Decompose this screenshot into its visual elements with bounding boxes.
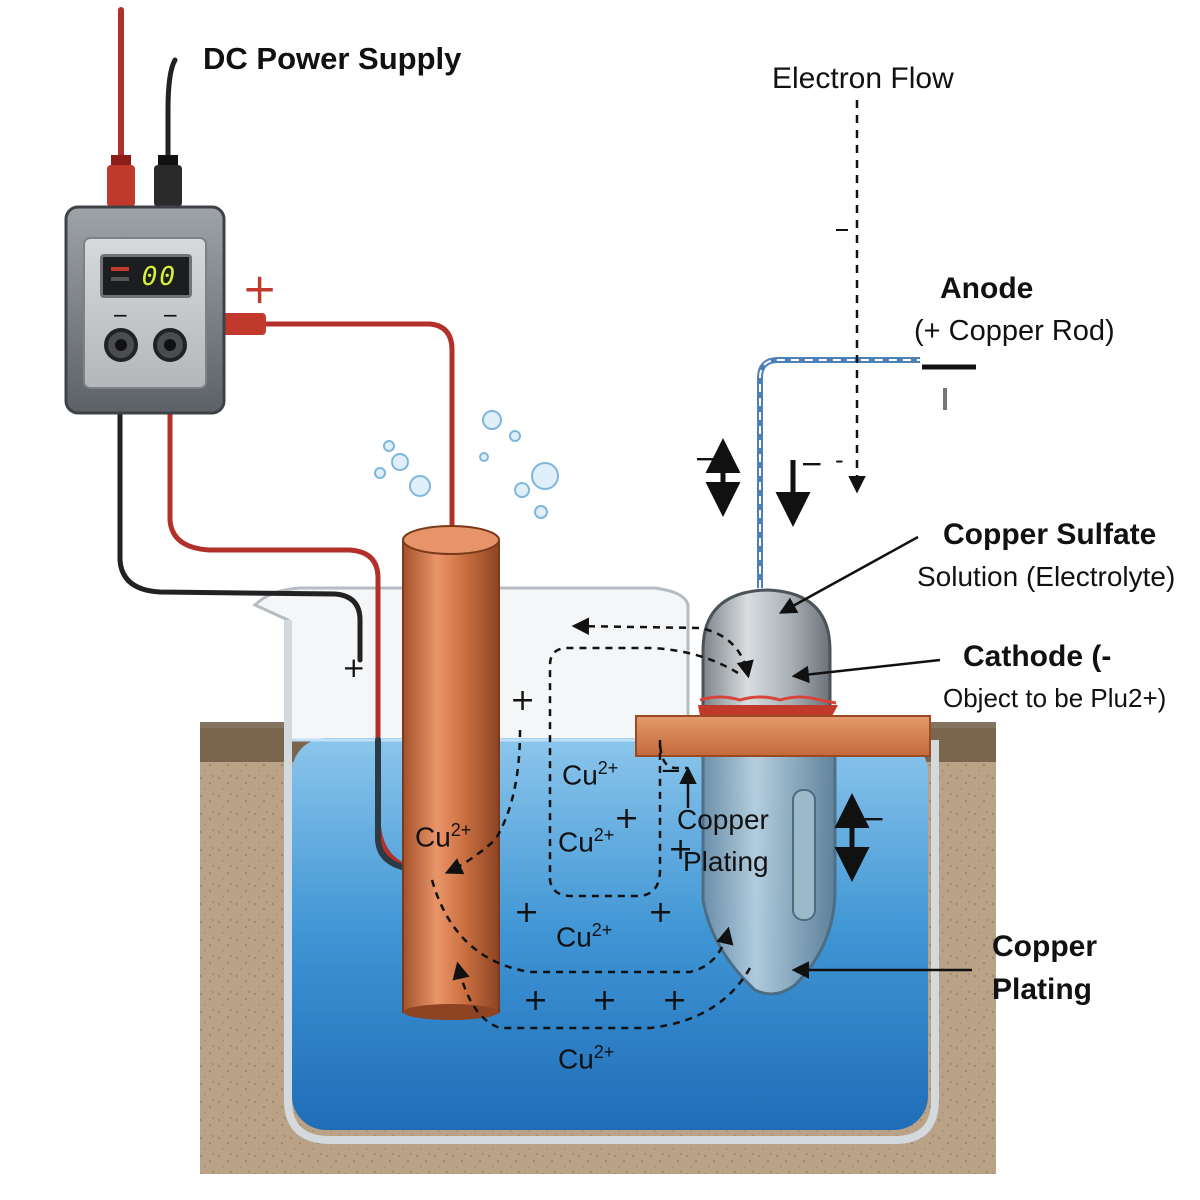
plus-sign-6: + bbox=[648, 895, 674, 930]
plus-sign-4: + bbox=[668, 832, 694, 867]
plus-sign-2: + bbox=[342, 651, 366, 684]
label-inner-plating: Plating bbox=[683, 846, 769, 877]
plus-sign-1: + bbox=[510, 683, 536, 718]
ion-cu2-5: Cu2+ bbox=[558, 1042, 615, 1075]
minus-sign-4: − bbox=[862, 802, 886, 835]
minus-sign-2: − bbox=[800, 447, 824, 480]
label-inner-copper: Copper bbox=[677, 804, 769, 835]
cathode-wire bbox=[757, 357, 920, 588]
minus-sign-1: − bbox=[694, 442, 718, 475]
label-cathode-subtitle: Object to be Plu2+) bbox=[943, 683, 1167, 713]
terminal-left-sign: − bbox=[112, 303, 129, 327]
plus-sign-7: + bbox=[523, 983, 549, 1018]
label-copper-sulfate-subtitle: Solution (Electrolyte) bbox=[917, 561, 1176, 592]
terminal-right-sign: − bbox=[162, 303, 179, 327]
label-anode-subtitle: (+ Copper Rod) bbox=[914, 315, 1115, 347]
plugs bbox=[107, 155, 266, 335]
label-electron-flow: Electron Flow bbox=[772, 62, 954, 95]
electron-flow-line bbox=[836, 100, 866, 494]
label-copper-plating-2: Plating bbox=[992, 973, 1093, 1006]
ion-cu2-4: Cu2+ bbox=[556, 920, 613, 953]
terminal-symbol bbox=[922, 364, 976, 410]
dc-power-supply bbox=[64, 205, 226, 415]
display-indicator-2 bbox=[111, 277, 129, 281]
plus-sign-8: + bbox=[592, 983, 618, 1018]
plus-sign-3: + bbox=[614, 801, 640, 836]
label-dc-power-supply: DC Power Supply bbox=[203, 41, 462, 76]
minus-sign-3: - bbox=[835, 446, 844, 474]
power-supply-display: 00 bbox=[100, 254, 192, 298]
ion-cu2-2: Cu2+ bbox=[562, 758, 619, 791]
ion-cu2-1: Cu2+ bbox=[415, 820, 472, 853]
ion-flow-arrows bbox=[430, 617, 754, 1030]
copper-rod-anode bbox=[402, 525, 500, 1020]
minus-sign-5: − bbox=[660, 756, 682, 786]
ion-cu2-3: Cu2+ bbox=[558, 825, 615, 858]
leader-lines bbox=[778, 535, 972, 979]
label-copper-sulfate: Copper Sulfate bbox=[943, 518, 1157, 551]
label-anode: Anode bbox=[940, 272, 1034, 305]
label-cathode: Cathode (- bbox=[963, 640, 1112, 673]
positive-sign: + bbox=[242, 264, 278, 313]
display-indicator bbox=[111, 267, 129, 271]
plus-sign-9: + bbox=[662, 983, 688, 1018]
display-readout: 00 bbox=[141, 262, 177, 292]
motion-arrows bbox=[705, 438, 870, 882]
support-plate bbox=[635, 715, 931, 757]
plus-sign-5: + bbox=[514, 895, 540, 930]
label-copper-plating-1: Copper bbox=[992, 930, 1097, 963]
bubbles bbox=[374, 410, 559, 519]
